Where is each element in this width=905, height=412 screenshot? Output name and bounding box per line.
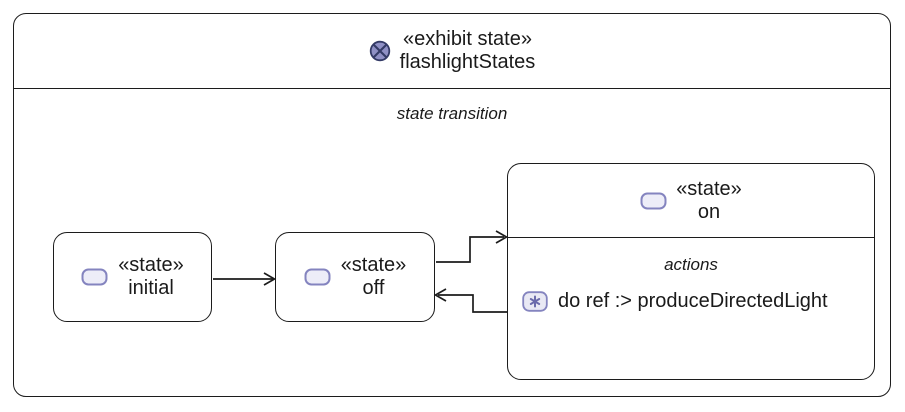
state-icon [304,268,331,286]
frame-title-compartment: «exhibit state» flashlightStates [14,14,890,89]
action-icon [522,291,548,312]
state-node-on[interactable]: «state» on actions do ref :> produceDire… [507,163,875,380]
exhibit-state-icon [369,40,391,62]
state-text: «state» on [676,178,742,224]
state-stereotype: «state» [118,254,184,276]
state-on-header: «state» on [508,164,874,238]
frame-stereotype: «exhibit state» [403,28,532,50]
state-transition-compartment-label: state transition [396,104,508,123]
frame-title-text: «exhibit state» flashlightStates [400,28,536,74]
action-entry-do-ref[interactable]: do ref :> produceDirectedLight [508,290,874,313]
actions-compartment-label: actions [664,255,718,274]
state-stereotype: «state» [676,177,742,200]
state-icon [81,268,108,286]
frame-name: flashlightStates [399,51,536,73]
state-icon [640,192,667,210]
state-stereotype: «state» [340,254,407,276]
state-name: initial [128,277,174,299]
state-node-initial[interactable]: «state» initial [53,232,212,322]
state-node-off[interactable]: «state» off [275,232,435,322]
state-text: «state» off [341,254,407,300]
state-text: «state» initial [118,254,184,300]
action-entry-text: do ref :> produceDirectedLight [558,290,828,312]
state-name: off [362,277,385,299]
state-name: on [697,200,721,223]
